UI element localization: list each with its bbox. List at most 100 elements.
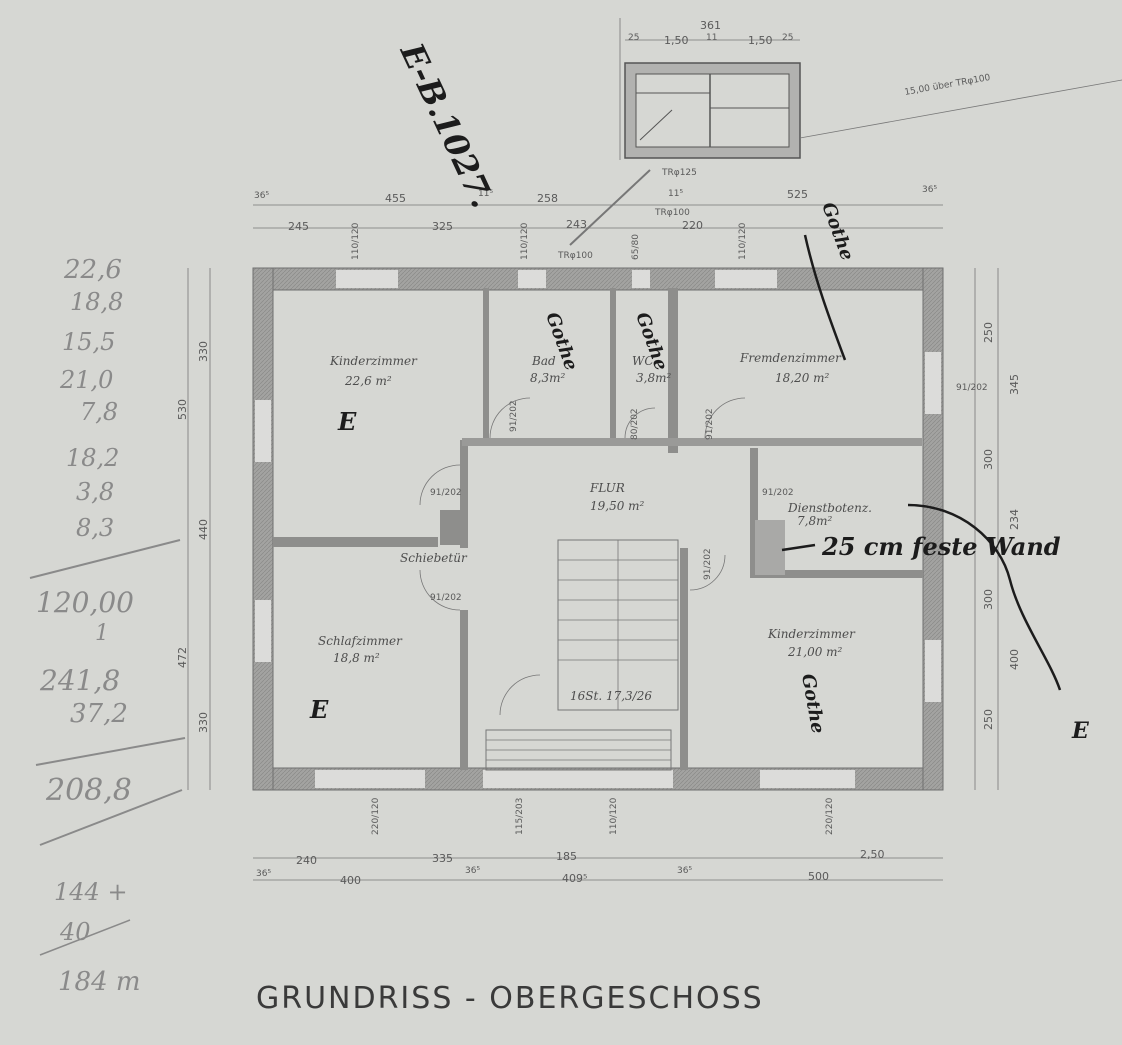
- dim-left-5: 330: [197, 712, 210, 733]
- ink-wall-note: 25 cm feste Wand: [821, 532, 1061, 561]
- walls: [252, 267, 944, 791]
- dim-bot-4: 2,50: [860, 848, 885, 861]
- dim-bot2-1: 36⁵: [256, 869, 271, 879]
- door-dim-1: 91/202: [430, 488, 462, 498]
- dim-open-bot-3: 110/120: [609, 797, 619, 835]
- pencil-line-10: 1: [95, 621, 109, 646]
- door-dim-7: 91/202: [703, 548, 713, 580]
- room-area-wc: 3,8m²: [636, 371, 671, 385]
- pencil-annotations: 22,6 18,8 15,5 21,0 7,8 18,2 3,8 8,3 120…: [29, 255, 186, 997]
- dim-left-2: 530: [176, 399, 189, 420]
- pencil-sum-1: 144 +: [54, 878, 128, 906]
- pipe-label-3: TRφ100: [654, 208, 690, 218]
- window-detail: [619, 18, 801, 160]
- dim-top-5: 11⁵: [668, 189, 683, 199]
- pencil-line-5: 7,8: [80, 398, 118, 426]
- dim-right-2: 345: [1008, 374, 1021, 395]
- ink-note-fremden: Gothe: [817, 200, 857, 264]
- ink-e-kinder1: E: [337, 407, 357, 436]
- dim-top-3: 11⁵: [478, 189, 493, 199]
- dim-win-4: 11: [706, 33, 717, 43]
- dim-top-4: 258: [537, 192, 558, 205]
- room-area-dienstboten: 7,8m²: [797, 514, 832, 528]
- room-name-kinderzimmer-1: Kinderzimmer: [329, 354, 418, 368]
- dim-open-top-3: 65/80: [631, 234, 641, 260]
- pencil-line-12: 37,2: [70, 699, 128, 729]
- dim-open-top-1: 110/120: [351, 222, 361, 260]
- dim-right-6: 400: [1008, 649, 1021, 670]
- staircase: [485, 539, 679, 771]
- dim-win-2: 25: [628, 33, 639, 43]
- pipe-label-1: 15,00 über TRφ100: [904, 73, 992, 98]
- dimensions-left: 330 530 440 472 330: [176, 341, 210, 733]
- label-schiebetuer: Schiebetür: [400, 551, 468, 565]
- pencil-sum-3: 184 m: [58, 967, 141, 997]
- dim-top-1: 36⁵: [254, 191, 269, 201]
- dim-top2-4: 220: [682, 219, 703, 232]
- dim-bot2-3: 36⁵: [465, 866, 480, 876]
- dim-bot2-6: 500: [808, 870, 829, 883]
- dim-bot-1: 240: [296, 854, 317, 867]
- room-labels: Kinderzimmer 22,6 m² Bad 8,3m² WC 3,8m² …: [318, 351, 872, 703]
- door-dim-3: 80/202: [630, 408, 640, 440]
- dim-right-1: 250: [982, 322, 995, 343]
- dimension-lines: [187, 79, 1122, 881]
- room-area-kinderzimmer-1: 22,6 m²: [344, 374, 392, 388]
- dim-top2-1: 245: [288, 220, 309, 233]
- pencil-line-8: 8,3: [76, 514, 114, 542]
- dim-right-7: 250: [982, 709, 995, 730]
- dim-open-top-2: 110/120: [520, 222, 530, 260]
- dim-left-3: 440: [197, 519, 210, 540]
- dimensions-bottom: 240 335 185 2,50 36⁵ 400 36⁵ 409⁵ 36⁵ 50…: [256, 797, 885, 887]
- room-name-bad: Bad: [531, 354, 556, 368]
- ink-note-kinder2: Gothe: [797, 672, 828, 735]
- room-name-fremdenzimmer: Fremdenzimmer: [739, 351, 842, 365]
- dim-top-2: 455: [385, 192, 406, 205]
- dim-bot2-2: 400: [340, 874, 361, 887]
- pencil-line-9: 120,00: [36, 586, 134, 619]
- room-area-kinderzimmer-2: 21,00 m²: [787, 645, 843, 659]
- room-name-flur: FLUR: [589, 481, 625, 495]
- dim-open-top-4: 110/120: [738, 222, 748, 260]
- dim-win-3: 1,50: [664, 34, 689, 47]
- dimensions-top: 36⁵ 455 11⁵ 258 11⁵ 525 36⁵ 245 325 243 …: [254, 185, 937, 260]
- room-name-dienstboten: Dienstbotenz.: [787, 501, 872, 515]
- dim-bot-3: 185: [556, 850, 577, 863]
- pencil-line-4: 21,0: [59, 366, 113, 394]
- dim-win-1: 361: [700, 19, 721, 32]
- dim-left-1: 330: [197, 341, 210, 362]
- door-dim-4: 91/202: [509, 400, 519, 432]
- pencil-line-11: 241,8: [39, 664, 120, 697]
- dim-open-bot-2: 115/203: [515, 798, 525, 835]
- door-dim-2: 91/202: [430, 593, 462, 603]
- room-area-bad: 8,3m²: [530, 371, 565, 385]
- dimensions-window: 361 25 1,50 11 1,50 25: [628, 19, 793, 47]
- room-name-schlafzimmer: Schlafzimmer: [318, 634, 403, 648]
- dim-win-6: 25: [782, 33, 793, 43]
- dim-bot2-4: 409⁵: [562, 872, 587, 885]
- dim-top-6: 525: [787, 188, 808, 201]
- ink-e-right: E: [1071, 718, 1090, 744]
- door-dim-6: 91/202: [762, 488, 794, 498]
- room-area-fremdenzimmer: 18,20 m²: [775, 371, 830, 385]
- door-swings: [419, 397, 746, 611]
- room-area-schlafzimmer: 18,8 m²: [333, 651, 380, 665]
- pencil-line-2: 18,8: [70, 288, 123, 316]
- pipe-label-4: TRφ100: [557, 251, 593, 261]
- dim-top-7: 36⁵: [922, 185, 937, 195]
- pencil-line-13: 208,8: [45, 773, 132, 808]
- dim-bot-2: 335: [432, 852, 453, 865]
- dim-top2-2: 325: [432, 220, 453, 233]
- pencil-line-1: 22,6: [63, 255, 122, 285]
- pencil-line-7: 3,8: [76, 478, 114, 506]
- dim-right-3: 300: [982, 449, 995, 470]
- pencil-line-3: 15,5: [62, 328, 115, 356]
- dim-bot2-5: 36⁵: [677, 866, 692, 876]
- dim-open-bot-1: 220/120: [371, 797, 381, 835]
- plan-title: GRUNDRISS - OBERGESCHOSS: [256, 981, 764, 1016]
- dimensions-right: 250 345 300 234 300 400 250: [982, 322, 1021, 730]
- room-name-kinderzimmer-2: Kinderzimmer: [767, 627, 856, 641]
- door-dimensions: 91/202 91/202 80/202 91/202 91/202 91/20…: [430, 383, 988, 603]
- label-stairs: 16St. 17,3/26: [570, 689, 652, 703]
